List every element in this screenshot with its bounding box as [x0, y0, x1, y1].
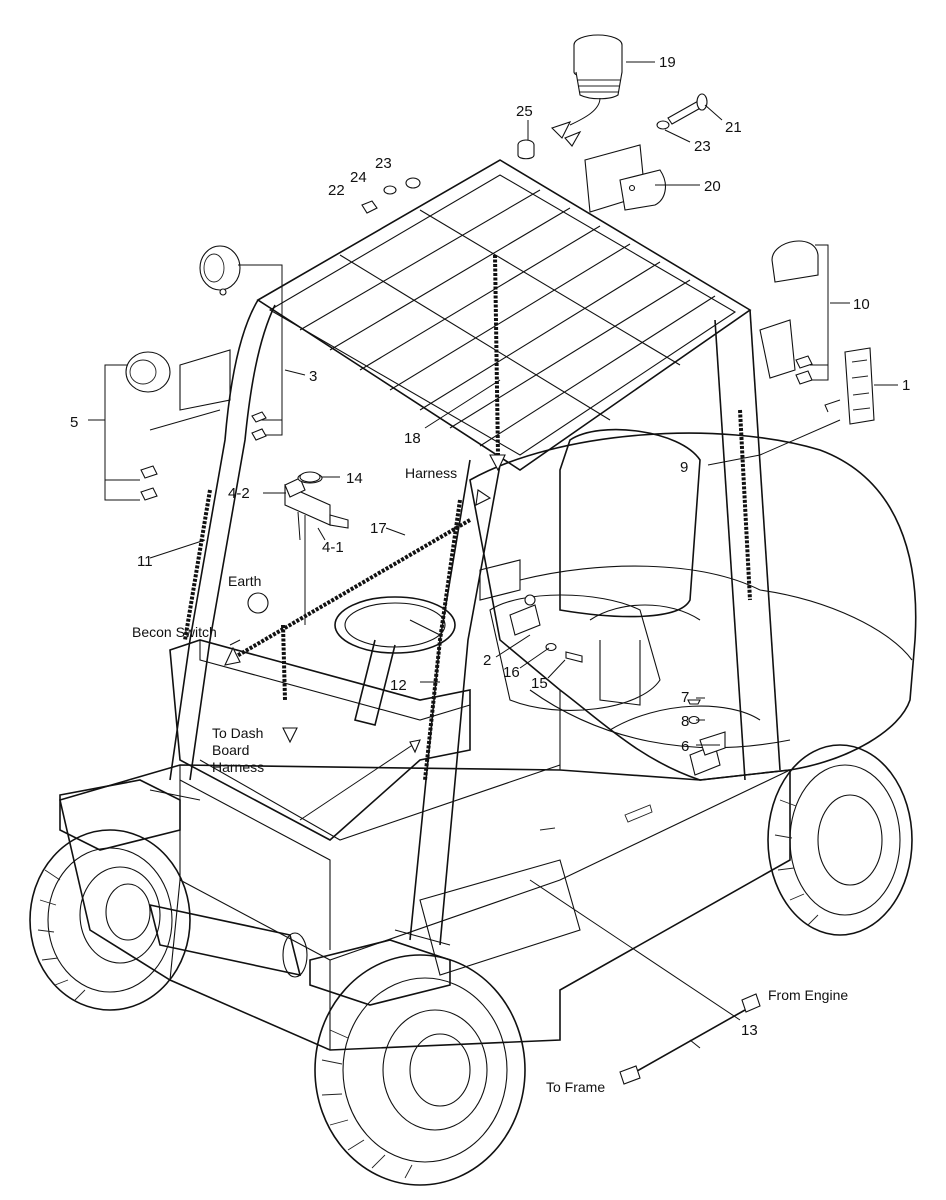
label-7: 7 — [681, 689, 689, 706]
label-3: 3 — [309, 368, 317, 385]
label-2: 2 — [483, 652, 491, 669]
clamp-6 — [687, 699, 726, 776]
lockwasher-24 — [383, 185, 397, 195]
label-25: 25 — [516, 103, 533, 120]
label-5: 5 — [70, 414, 78, 431]
earth-terminal — [247, 592, 269, 614]
label-22: 22 — [328, 182, 345, 199]
harness-wires — [183, 121, 752, 821]
label-10: 10 — [853, 296, 870, 313]
front-left-wheel — [29, 829, 308, 1011]
part-labels: 19 21 23 20 25 23 24 22 10 3 1 5 18 9 14… — [70, 54, 910, 1039]
rear-combination-lamp-1 — [824, 347, 875, 425]
annotation-earth: Earth — [228, 573, 261, 589]
washer-23-top — [656, 120, 670, 130]
label-20: 20 — [704, 178, 721, 195]
label-23-top: 23 — [694, 138, 711, 155]
label-24: 24 — [350, 169, 367, 186]
label-6: 6 — [681, 738, 689, 755]
harness-12 — [423, 499, 462, 781]
oring-14 — [299, 471, 321, 483]
operator-seat — [479, 428, 701, 711]
harness-9 — [738, 409, 752, 601]
work-lamp-3 — [199, 245, 283, 441]
label-23-roof: 23 — [375, 155, 392, 172]
label-17: 17 — [370, 520, 387, 537]
nut-22 — [361, 200, 378, 214]
label-21: 21 — [725, 119, 742, 136]
annotations: Harness Earth Becon Switch To Dash Board… — [132, 465, 848, 1095]
overhead-guard — [149, 159, 796, 946]
front-right-wheel — [314, 954, 526, 1186]
leader-lines — [88, 61, 898, 1021]
label-11: 11 — [137, 553, 153, 570]
label-4-2: 4-2 — [228, 485, 250, 502]
bolt-21 — [667, 93, 708, 125]
label-1: 1 — [902, 377, 910, 394]
washer-23-roof — [405, 177, 421, 189]
annotation-from-engine: From Engine — [768, 987, 848, 1003]
label-18: 18 — [404, 430, 421, 447]
grommet-25 — [517, 139, 535, 160]
label-4-1: 4-1 — [322, 539, 344, 556]
annotation-to-dash-3: Harness — [212, 759, 264, 775]
label-12: 12 — [390, 677, 407, 694]
label-15: 15 — [531, 675, 548, 692]
harness-18 — [493, 254, 500, 456]
ground-cable-13 — [619, 993, 761, 1085]
label-16: 16 — [503, 664, 520, 681]
side-lamp-5 — [104, 351, 221, 501]
steering-wheel — [334, 596, 456, 726]
annotation-to-frame: To Frame — [546, 1079, 605, 1095]
chassis — [59, 432, 917, 1051]
harness-17 — [228, 518, 472, 662]
label-19: 19 — [659, 54, 676, 71]
label-14: 14 — [346, 470, 363, 487]
label-13: 13 — [741, 1022, 758, 1039]
rear-lamp-10 — [771, 240, 829, 385]
annotation-harness: Harness — [405, 465, 457, 481]
seat-switch-2 — [509, 594, 583, 663]
harness-11 — [183, 489, 212, 641]
rear-wheel — [767, 744, 913, 936]
label-9: 9 — [680, 459, 688, 476]
beacon-bracket — [584, 144, 666, 213]
harness-dash — [281, 624, 287, 701]
beacon-lamp — [569, 34, 623, 126]
annotation-becon-switch: Becon Switch — [132, 624, 217, 640]
label-8: 8 — [681, 713, 689, 730]
annotation-to-dash-2: Board — [212, 742, 249, 758]
annotation-to-dash-1: To Dash — [212, 725, 263, 741]
